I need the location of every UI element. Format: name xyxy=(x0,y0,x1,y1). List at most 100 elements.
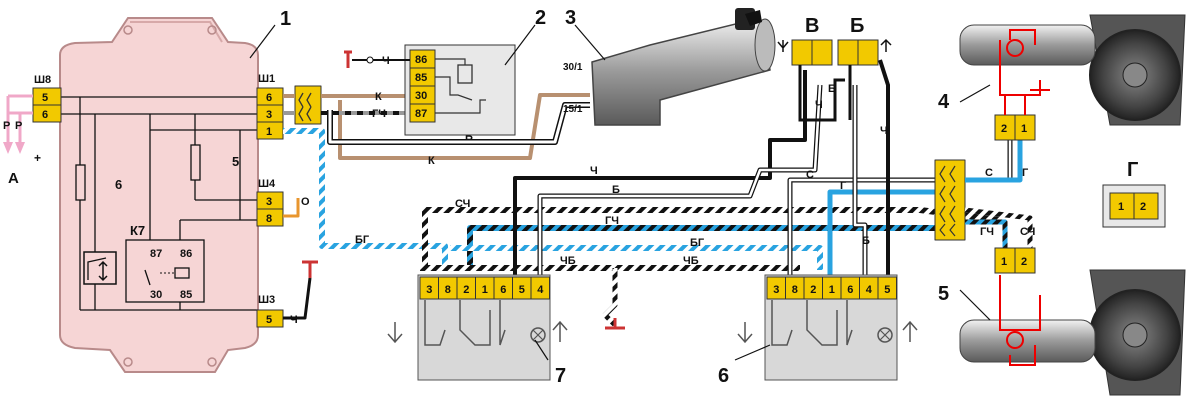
relay-k7-name: К7 xyxy=(130,223,145,238)
callouts xyxy=(249,24,991,361)
label-plus: + xyxy=(34,151,41,165)
motor-4: 2 1 xyxy=(959,14,1186,141)
callout-3: 3 xyxy=(565,7,576,29)
sh1-pin-1: 1 xyxy=(266,126,272,138)
switch6-pin-5: 5 xyxy=(884,284,890,296)
callout-V: В xyxy=(805,15,819,37)
connector-B: Ч Б xyxy=(798,38,892,122)
relay-k7-pin-85: 85 xyxy=(180,289,192,301)
wire-label-s: С xyxy=(806,169,814,181)
motor4-pin-2: 2 xyxy=(1001,123,1007,135)
callout-4: 4 xyxy=(938,91,950,113)
relay-k7-pin-86: 86 xyxy=(180,248,192,260)
switch7-pin-box xyxy=(530,276,550,300)
wire-harness: К Б БГ О Ч СЧ ГЧ БГ ЧБ ЧБ xyxy=(283,59,1035,330)
callout-2: 2 xyxy=(535,7,546,29)
switch7-pin-5: 5 xyxy=(519,284,525,296)
callout-1: 1 xyxy=(280,8,291,30)
wire-label-ch-top: Ч xyxy=(590,165,598,177)
fuse-6 xyxy=(75,164,86,201)
connector-G-view: 1 2 xyxy=(1102,184,1166,228)
switch6-pin-4: 4 xyxy=(866,284,873,296)
wire-label-b-right: Б xyxy=(862,235,870,247)
wire-label-sch-left: СЧ xyxy=(455,198,470,210)
ignition-switch-3: 30/1 15/1 xyxy=(563,8,776,126)
sh8-label: Ш8 xyxy=(34,74,51,86)
callout-7: 7 xyxy=(555,365,566,387)
wire-label-k: К xyxy=(375,91,382,103)
wire-label-chb2: ЧБ xyxy=(683,255,699,267)
callout-5: 5 xyxy=(938,283,949,305)
wire-label-bg: БГ xyxy=(355,234,370,246)
switch6-pin-box xyxy=(877,276,897,300)
sh3-pin-5: 5 xyxy=(266,314,272,326)
sh1-pin-3: 3 xyxy=(266,109,272,121)
wire-label-o: О xyxy=(301,196,310,208)
wire-label-s-r: С xyxy=(985,167,993,179)
wire-label-gch: ГЧ xyxy=(372,108,386,120)
fuse5-label: 5 xyxy=(232,154,239,169)
sh1-label: Ш1 xyxy=(258,73,275,85)
sh4-label: Ш4 xyxy=(258,178,276,190)
sh1-pin-6: 6 xyxy=(266,92,272,104)
wire-label-ch-sh3: Ч xyxy=(290,314,298,326)
sh8-pin-5: 5 xyxy=(42,92,48,104)
control-unit-1: 6 5 К7 87 86 30 85 5 6 Ш8 6 3 xyxy=(32,17,284,373)
wire-label-b1: Б xyxy=(465,131,473,143)
wire-label-gch-mid: ГЧ xyxy=(605,215,619,227)
relay-2: 86 85 30 87 Ч К ГЧ xyxy=(344,44,516,136)
relay-k7: К7 87 86 30 85 xyxy=(125,223,205,303)
motor5-pin-1: 1 xyxy=(1001,256,1007,268)
motor-5: 1 2 xyxy=(959,247,1186,396)
motor4-pin-1: 1 xyxy=(1021,123,1027,135)
wire-label-g: Г xyxy=(840,180,847,192)
switch3-terminal-15-1: 15/1 xyxy=(563,104,583,115)
wire-label-ch-gnd: Ч xyxy=(382,55,390,67)
fuse6-label: 6 xyxy=(115,177,122,192)
switch6-pin-3: 3 xyxy=(773,284,779,296)
switch6-pin-1: 1 xyxy=(829,284,835,296)
switch7-pin-3: 3 xyxy=(426,284,432,296)
relay-k7-pin-30: 30 xyxy=(150,289,162,301)
switch7-pin-8: 8 xyxy=(445,284,451,296)
switch7-pin-6: 6 xyxy=(500,284,506,296)
wire-label-g-r: Г xyxy=(1022,167,1029,179)
wire-label-b-top: Б xyxy=(612,184,620,196)
relay2-pin-30: 30 xyxy=(415,90,427,102)
wire-label-bg-mid: БГ xyxy=(690,237,705,249)
window-lift-icon xyxy=(83,251,117,285)
switch7-pin-4: 4 xyxy=(537,284,544,296)
sh4-pin-3: 3 xyxy=(266,196,272,208)
connG-pin-2: 2 xyxy=(1140,201,1146,213)
wire-label-b-small: Б xyxy=(828,83,836,95)
label-P2: Р xyxy=(15,120,22,132)
callout-G: Г xyxy=(1127,159,1138,181)
wire-label-gch-r: ГЧ xyxy=(980,226,994,238)
callout-6: 6 xyxy=(718,365,729,387)
sh4-pin-8: 8 xyxy=(266,213,272,225)
relay-k7-pin-87: 87 xyxy=(150,248,162,260)
wire-label-sch-r: СЧ xyxy=(1020,226,1035,238)
switch6-pin-8: 8 xyxy=(792,284,798,296)
sh8-pin-6: 6 xyxy=(42,109,48,121)
fuse-5 xyxy=(190,144,201,181)
relay2-pin-86: 86 xyxy=(415,54,427,66)
relay2-pin-85: 85 xyxy=(415,72,427,84)
power-input-A: Р Р + А xyxy=(3,94,41,187)
sh3-label: Ш3 xyxy=(258,294,275,306)
motor5-pin-2: 2 xyxy=(1021,256,1027,268)
wire-label-k2: К xyxy=(428,155,435,167)
connG-pin-1: 1 xyxy=(1118,201,1124,213)
switch3-terminal-30-1: 30/1 xyxy=(563,62,583,73)
relay2-pin-87: 87 xyxy=(415,108,427,120)
switch6-pin-6: 6 xyxy=(847,284,853,296)
connector-V xyxy=(777,39,833,66)
switch7-pin-2: 2 xyxy=(463,284,469,296)
wire-label-v-ch: Ч xyxy=(815,99,823,111)
wire-label-ch-right: Ч xyxy=(880,125,888,137)
wire-label-chb1: ЧБ xyxy=(560,255,576,267)
